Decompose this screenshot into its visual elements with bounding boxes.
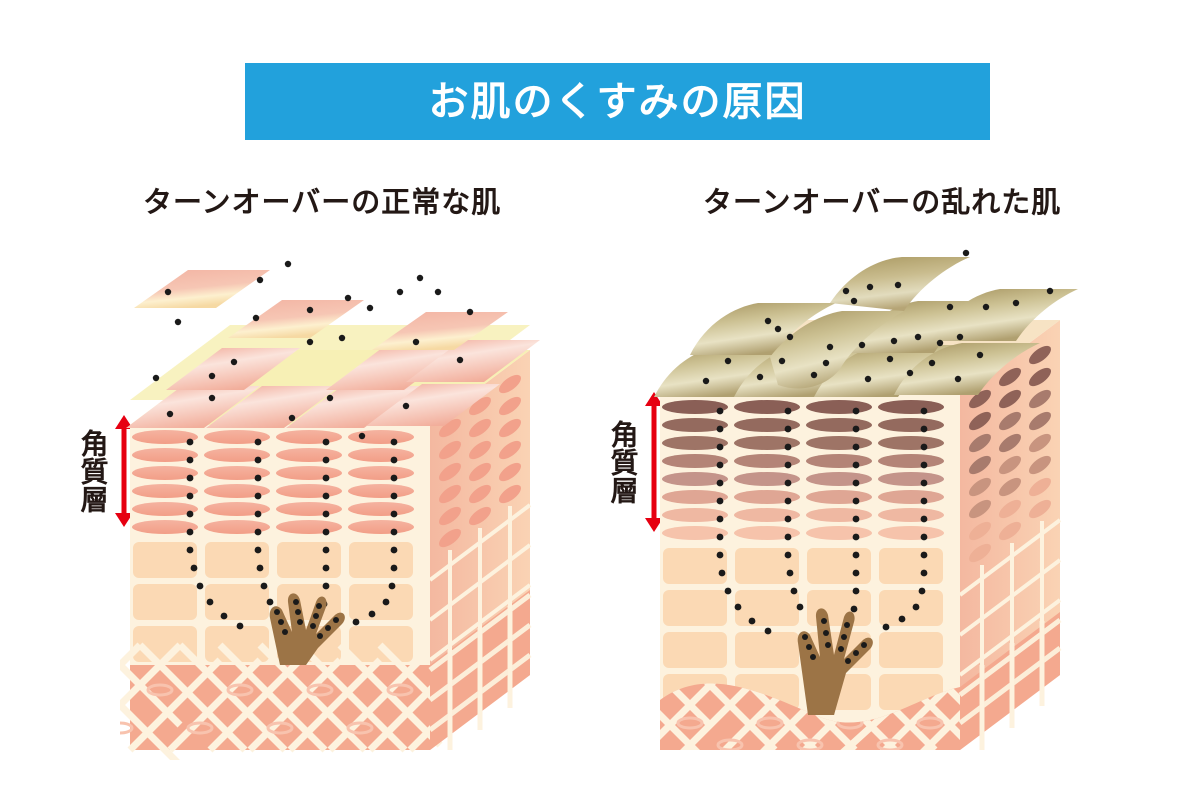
surface-cells-disrupted: [654, 289, 1078, 397]
arrow-head-down-icon: [644, 518, 663, 532]
arrow-head-down-icon: [114, 513, 133, 527]
corneum-rows-disrupted: [662, 400, 944, 540]
melanocyte-disrupted: [797, 608, 873, 715]
axis-label-group-normal: 角質層: [76, 415, 134, 527]
shedding-flakes-normal: [134, 270, 508, 350]
page-title: お肌のくすみの原因: [428, 78, 807, 125]
melanocyte-granules-disrupted: [802, 618, 867, 664]
stratum-corneum-label-normal: 角質層: [76, 429, 110, 513]
title-banner: お肌のくすみの原因: [245, 63, 990, 140]
double-arrow-icon-normal: [114, 415, 134, 527]
dermis-layer-normal: [120, 642, 463, 760]
corneum-rows-normal: [132, 430, 414, 534]
side-corneum-scales-disrupted: [969, 345, 1051, 563]
skin-cross-section-normal: [120, 260, 540, 760]
double-arrow-icon-disrupted: [644, 392, 664, 532]
side-corneum-scales-normal: [439, 374, 521, 548]
melanin-trails-normal: [186, 438, 398, 630]
stratum-corneum-label-disrupted: 角質層: [606, 420, 640, 504]
arrow-shaft: [651, 399, 657, 525]
skin-block-normal: [120, 250, 580, 760]
melanin-particles-disrupted: [702, 249, 1054, 385]
arrow-shaft: [121, 422, 127, 520]
melanocyte-normal: [269, 593, 345, 665]
panel-heading-disrupted: ターンオーバーの乱れた肌: [703, 185, 1062, 219]
panel-heading-normal: ターンオーバーの正常な肌: [143, 185, 502, 219]
skin-cross-section-disrupted: [654, 249, 1078, 750]
melanin-particles-normal: [152, 260, 474, 440]
axis-label-group-disrupted: 角質層: [606, 392, 664, 532]
melanocyte-granules-normal: [274, 599, 339, 639]
surface-cells-normal: [126, 340, 540, 428]
skin-block-disrupted: [650, 245, 1110, 760]
melanin-trails-disrupted: [716, 407, 928, 635]
